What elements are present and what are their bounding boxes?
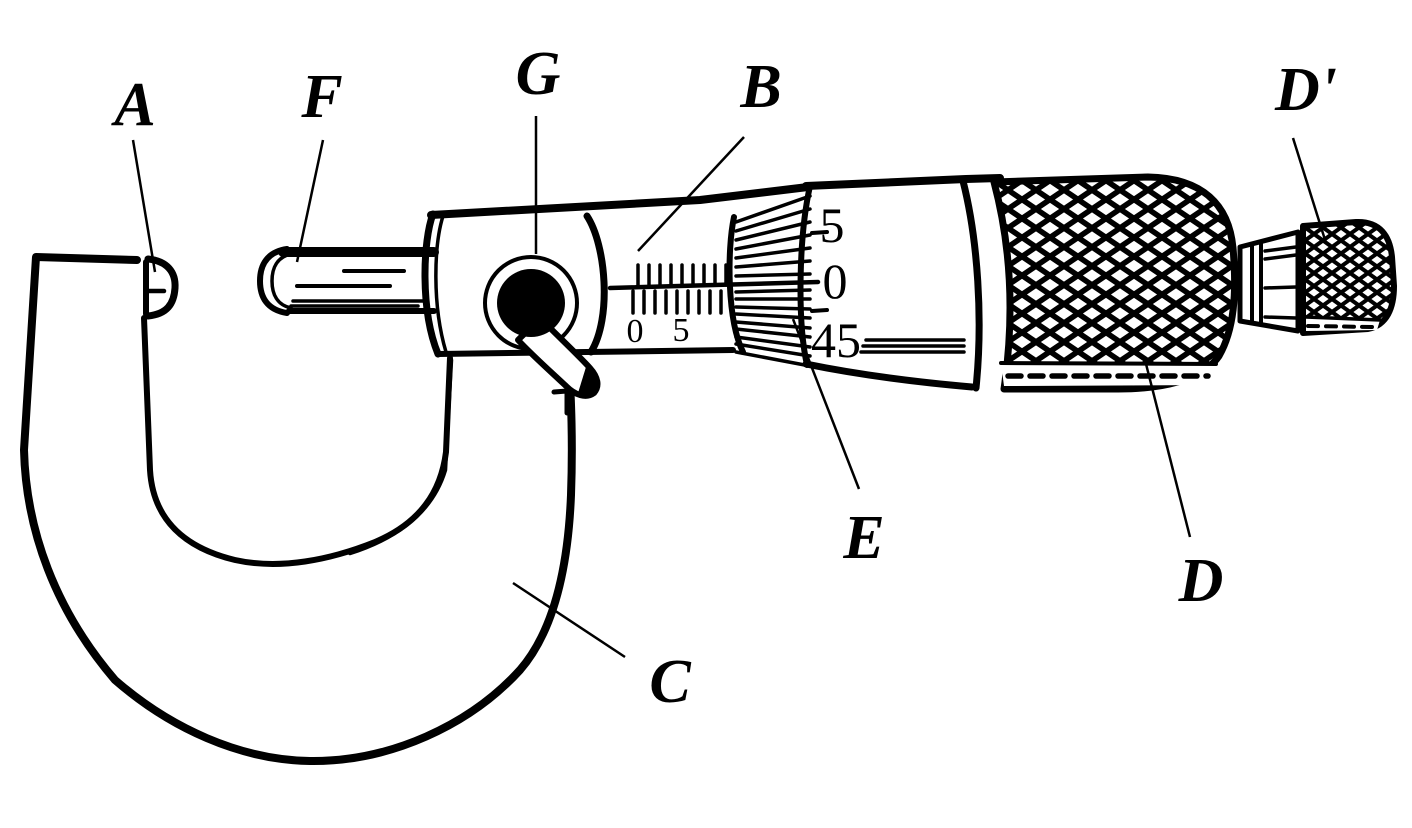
sleeve-upper-ticks: [636, 263, 728, 287]
spindle-end-cap-outer: [257, 246, 290, 316]
thimble-face-bottom-edge: [802, 360, 976, 391]
thimble-knurl: [990, 173, 1239, 393]
frame-notch: [551, 388, 570, 416]
thimble-surface-lines: [859, 338, 966, 354]
thimble-face: 5 0 45: [802, 174, 1004, 392]
spindle-end-cap-inner: [270, 252, 293, 310]
thimble-bottom-band-line: [999, 361, 1218, 366]
leader-e: [791, 318, 861, 490]
frame: [20, 253, 576, 766]
thimble-face-ticks: [810, 230, 829, 313]
thimble-number-5: 5: [820, 197, 845, 253]
label-b: B: [739, 53, 781, 121]
lock-lever-arm: [515, 315, 601, 399]
thimble-knurl-separator-arc: [959, 177, 983, 392]
label-g: G: [516, 40, 561, 108]
sleeve-scale: 0 5: [607, 263, 821, 350]
bevel-left-arc: [726, 214, 746, 355]
stem-shading-lines: [1263, 245, 1298, 320]
ratchet-stem: [1237, 229, 1301, 334]
thimble-number-45: 45: [811, 312, 861, 368]
frame-inner-highlight-line: [347, 357, 454, 556]
ratchet-bottom-band-dashes: [1306, 324, 1376, 329]
label-d: D: [1178, 547, 1224, 615]
leader-b: [637, 136, 745, 252]
anvil-outline: [144, 255, 179, 320]
thimble-number-0: 0: [823, 253, 848, 309]
stem-collar-lines: [1250, 240, 1263, 326]
leader-lines: [131, 116, 1328, 659]
bevel-upper-ticks: [734, 194, 812, 278]
leader-d: [1143, 359, 1192, 538]
label-c: C: [649, 648, 691, 716]
leader-c: [512, 581, 626, 659]
sleeve-number-0: 0: [627, 313, 644, 350]
leader-d-prime: [1291, 137, 1328, 244]
barrel-bottom-edge: [435, 347, 736, 357]
lock-lever: [483, 255, 601, 399]
lock-lever-tip: [578, 367, 600, 394]
sleeve-separation-curve: [583, 212, 608, 356]
part-labels: A F G B D' E D C: [110, 40, 1337, 716]
spindle-shading-lower: [289, 299, 426, 308]
spindle-shading-mid: [295, 269, 406, 288]
label-d-prime: D': [1274, 56, 1337, 124]
ratchet-knob: [1300, 218, 1397, 336]
anvil: [143, 255, 179, 320]
leader-f: [295, 139, 325, 263]
thimble-top-edge: [802, 174, 1004, 190]
thimble-knurl-body: [990, 173, 1239, 393]
label-f: F: [300, 63, 342, 131]
sleeve-number-5: 5: [673, 312, 690, 349]
bevel-lower-ticks: [734, 288, 812, 368]
frame-outer-outline: [20, 253, 576, 766]
ratchet-bottom-band-line: [1304, 315, 1382, 322]
label-e: E: [842, 504, 884, 572]
thimble-bevel: [726, 183, 813, 368]
barrel: [421, 183, 812, 358]
barrel-top-edge: [427, 183, 812, 219]
label-a: A: [110, 71, 155, 139]
lock-knob: [497, 269, 565, 337]
leader-a: [131, 139, 157, 273]
barrel-left-rim-inner: [434, 214, 448, 354]
barrel-left-rim-outer: [421, 210, 442, 358]
sleeve-lower-ticks: [631, 289, 723, 315]
spindle: [257, 246, 439, 316]
